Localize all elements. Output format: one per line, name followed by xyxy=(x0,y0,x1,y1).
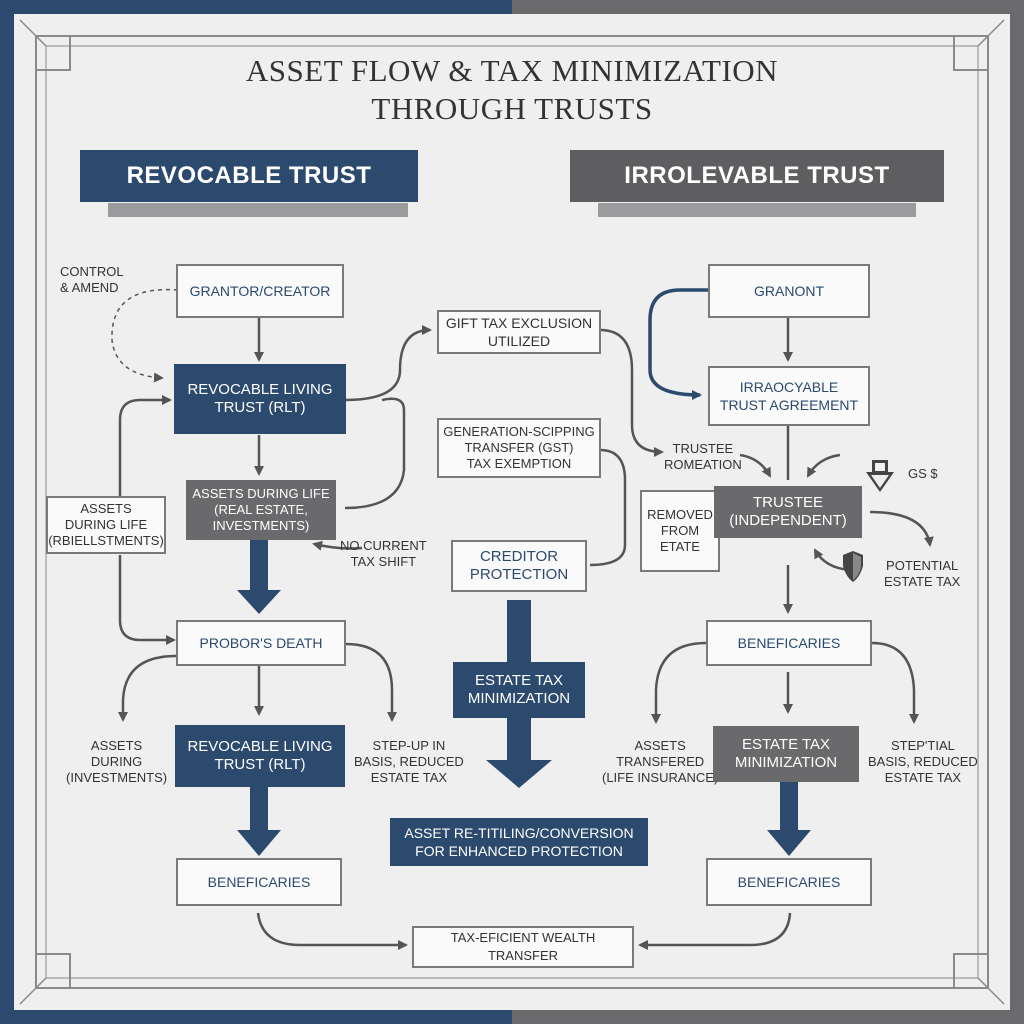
left-connectors xyxy=(118,318,432,950)
assets-transferred-label: ASSETS TRANSFERED (LIFE INSURANCE) xyxy=(602,738,719,785)
control-amend-dashed-arrow xyxy=(111,288,179,383)
grantor-loop-arrow xyxy=(648,288,708,400)
irrevocable-trust-agreement-box: IRRAOCYABLE TRUST AGREEMENT xyxy=(708,366,870,426)
beneficiaries-left-box: BENEFICARIES xyxy=(176,858,342,906)
creditor-protection-box: CREDITOR PROTECTION xyxy=(451,540,587,592)
assets-during-life-side-box: ASSETS DURING LIFE (RBIELLSTMENTS) xyxy=(46,496,166,554)
asset-retitling-box: ASSET RE-TITILING/CONVERSION FOR ENHANCE… xyxy=(390,818,648,866)
page-title: ASSET FLOW & TAX MINIMIZATION THROUGH TR… xyxy=(0,52,1024,128)
trustee-independent-box: TRUSTEE (INDEPENDENT) xyxy=(714,486,862,538)
assets-during-life-box: ASSETS DURING LIFE (REAL ESTATE, INVESTM… xyxy=(186,480,336,540)
revocable-living-trust-top-box: REVOCABLE LIVING TRUST (RLT) xyxy=(174,364,346,434)
gift-tax-exclusion-box: GIFT TAX EXCLUSION UTILIZED xyxy=(437,310,601,354)
irrevocable-banner-shadow xyxy=(598,203,916,217)
down-arrow-icon xyxy=(866,460,894,492)
assets-investments-label: ASSETS DURING (INVESTMENTS) xyxy=(66,738,168,785)
gst-tax-exemption-box: GENERATION-SCIPPING TRANSFER (GST) TAX E… xyxy=(437,418,601,478)
center-connectors xyxy=(589,328,664,567)
probors-death-box: PROBOR'S DEATH xyxy=(176,620,346,666)
estate-tax-minimization-center-box: ESTATE TAX MINIMIZATION xyxy=(453,662,585,718)
beneficiaries-right-bottom-box: BENEFICARIES xyxy=(706,858,872,906)
revocable-banner-shadow xyxy=(108,203,408,217)
shield-icon xyxy=(843,551,863,582)
gs-dollar-label: GS $ xyxy=(908,466,938,481)
title-line-1: ASSET FLOW & TAX MINIMIZATION xyxy=(245,53,779,88)
step-up-basis-label: STEP-UP IN BASIS, REDUCED ESTATE TAX xyxy=(354,738,464,785)
revocable-trust-banner: REVOCABLE TRUST xyxy=(80,150,418,202)
trustee-romeation-label: TRUSTEE ROMEATION xyxy=(664,441,742,472)
no-current-tax-shift-label: NO CURRENT TAX SHIFT xyxy=(340,538,427,569)
grantor-creator-box: GRANTOR/CREATOR xyxy=(176,264,344,318)
tax-efficient-wealth-transfer-box: TAX-EFICIENT WEALTH TRANSFER xyxy=(412,926,634,968)
beneficiaries-right-mid-box: BENEFICARIES xyxy=(706,620,872,666)
estate-tax-minimization-right-box: ESTATE TAX MINIMIZATION xyxy=(713,726,859,782)
title-line-2: THROUGH TRUSTS xyxy=(371,91,653,126)
granont-box: GRANONT xyxy=(708,264,870,318)
irrevocable-trust-banner: IRROLEVABLE TRUST xyxy=(570,150,944,202)
removed-from-estate-box: REMOVED FROM ETATE xyxy=(640,490,720,572)
revocable-living-trust-bottom-box: REVOCABLE LIVING TRUST (RLT) xyxy=(175,725,345,787)
potential-estate-tax-label: POTENTIAL ESTATE TAX xyxy=(884,558,961,589)
control-amend-label: CONTROL & AMEND xyxy=(60,264,124,295)
step-partial-basis-label: STEP'TIAL BASIS, REDUCED ESTATE TAX xyxy=(868,738,978,785)
decorative-frame xyxy=(19,19,1005,1005)
